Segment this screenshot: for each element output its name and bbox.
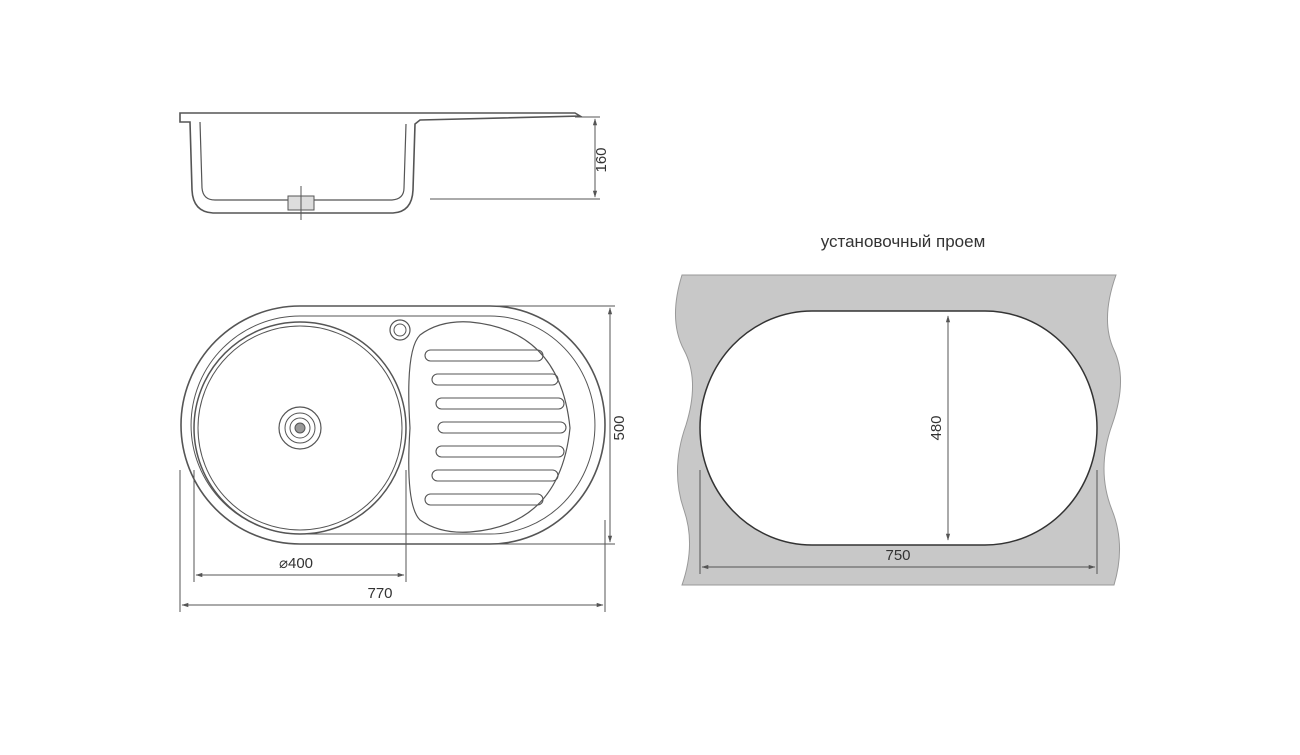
cutout-opening — [699, 310, 1098, 546]
drain-strainer — [278, 406, 322, 450]
cutout-title: установочный проем — [821, 232, 986, 251]
cutout-height-label: 480 — [928, 415, 945, 440]
height-dimension-label: 500 — [611, 415, 628, 440]
tap-hole — [389, 319, 411, 341]
drainer-grooves — [424, 349, 567, 506]
sink-profile-view: 160 — [179, 112, 610, 220]
sink-bowl — [193, 321, 407, 535]
depth-dimension-label: 160 — [593, 147, 610, 172]
drainer-area — [408, 321, 571, 533]
cutout-view: установочный проем 480 750 — [674, 232, 1122, 586]
cutout-width-label: 750 — [885, 547, 910, 564]
sink-top-view: 500 ⌀400 770 — [179, 305, 628, 612]
sink-outer-rim — [180, 305, 606, 545]
bowl-diameter-label: ⌀400 — [279, 555, 313, 572]
width-dimension-label: 770 — [367, 585, 392, 602]
